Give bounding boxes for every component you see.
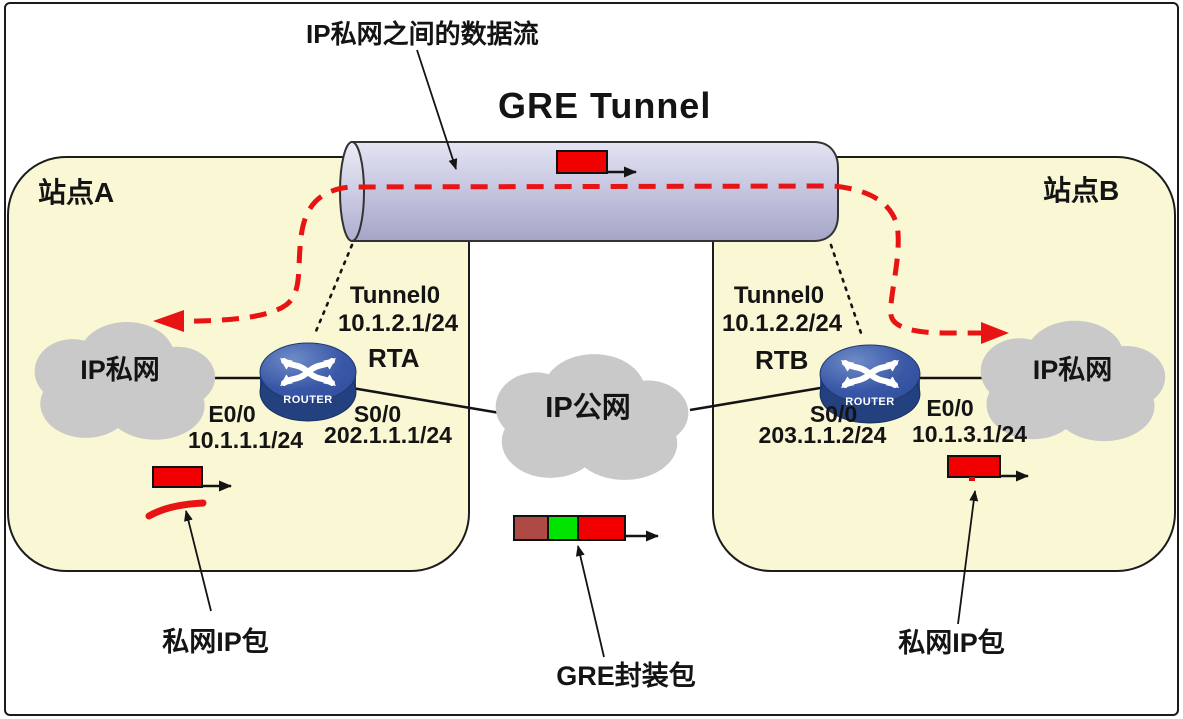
rtb-name: RTB xyxy=(755,345,809,375)
cloud-label-public: IP公网 xyxy=(545,392,631,424)
cloud-label-private-right: IP私网 xyxy=(1032,355,1113,385)
rtb-serial-ip: 203.1.1.2/24 xyxy=(758,422,887,448)
rtb-tunnel-ip: 10.1.2.2/24 xyxy=(721,310,843,337)
right-private-packet-icon xyxy=(947,455,1001,478)
rtb-tunnel-interface: Tunnel0 xyxy=(733,282,825,309)
tunnel-left-cap xyxy=(339,141,365,242)
site-a-label: 站点A xyxy=(38,177,115,208)
tunnel-anchors xyxy=(312,243,864,338)
link-wan-rtb xyxy=(689,385,827,412)
router-rta-icon: ROUTER xyxy=(258,334,358,422)
data-flow-arrowhead-right xyxy=(981,322,1009,344)
data-flow-arrowhead-left xyxy=(153,310,184,332)
router-rtb-icon: ROUTER xyxy=(818,336,922,424)
rta-tunnel-interface: Tunnel0 xyxy=(349,282,441,309)
rta-tunnel-ip: 10.1.2.1/24 xyxy=(337,310,459,337)
packets xyxy=(145,150,1029,542)
left-packet-red-underline xyxy=(145,499,207,520)
pointer-gre-label-to-packet xyxy=(575,545,605,658)
gre-packet-gre-header xyxy=(547,515,579,541)
cloud-label-private-left: IP私网 xyxy=(80,355,160,385)
rta-serial-ip: 202.1.1.1/24 xyxy=(324,422,452,448)
router-icon xyxy=(819,344,921,424)
rta-name: RTA xyxy=(368,343,420,373)
rtb-eth-interface: E0/0 xyxy=(926,395,974,421)
left-private-packet-icon xyxy=(152,466,203,488)
right-packet-red-tick xyxy=(969,477,975,481)
pointer-left-label-to-packet xyxy=(184,510,212,612)
tunnel-cylinder xyxy=(339,141,839,242)
right-packet-label: 私网IP包 xyxy=(898,628,1005,658)
rtb-serial-interface: S0/0 xyxy=(809,401,858,427)
dataflow-annotation: IP私网之间的数据流 xyxy=(306,19,539,49)
pointer-right-label-to-packet xyxy=(957,490,979,625)
router-icon-label: ROUTER xyxy=(283,394,333,406)
annotation-pointers xyxy=(184,49,979,658)
tunnel-anchor-right xyxy=(829,243,864,338)
gre-packet-label: GRE封装包 xyxy=(556,661,696,691)
tunnel-packet-icon xyxy=(556,150,608,174)
router-icon xyxy=(259,342,357,422)
rta-eth-interface: E0/0 xyxy=(208,401,256,427)
rta-eth-ip: 10.1.1.1/24 xyxy=(187,427,304,453)
private-data-flow xyxy=(153,183,1009,344)
site-a-box xyxy=(7,156,470,572)
tunnel-anchor-left xyxy=(312,243,354,338)
rta-serial-interface: S0/0 xyxy=(353,401,402,427)
left-packet-label: 私网IP包 xyxy=(162,627,269,657)
router-icon-label: ROUTER xyxy=(845,396,895,408)
tunnel-title: GRE Tunnel xyxy=(498,85,712,126)
gre-packet-delivery-header xyxy=(513,515,549,541)
link-rta-wan xyxy=(351,386,501,415)
gre-packet-payload xyxy=(577,515,626,541)
rtb-eth-ip: 10.1.3.1/24 xyxy=(911,421,1028,447)
site-b-label: 站点B xyxy=(1043,175,1120,206)
network-links xyxy=(200,376,995,415)
data-flow-dashed-path xyxy=(165,183,993,336)
tunnel-body xyxy=(351,141,839,242)
site-b-box xyxy=(712,156,1176,572)
pointer-dataflow-to-tunnel xyxy=(416,49,458,170)
